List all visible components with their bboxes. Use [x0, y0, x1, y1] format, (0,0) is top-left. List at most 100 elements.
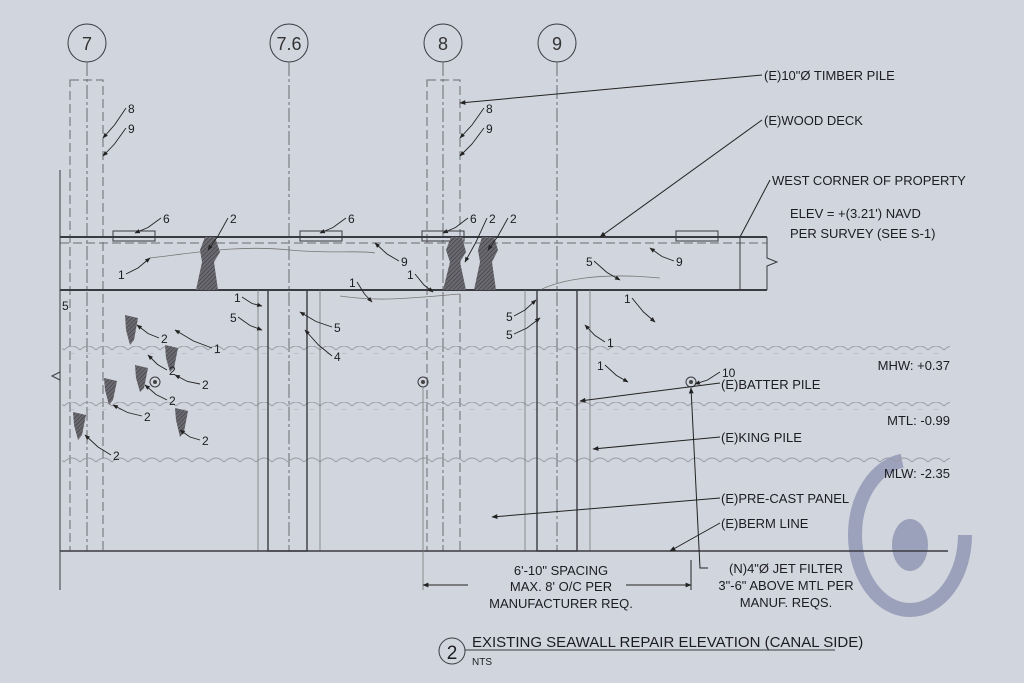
callout-leader — [487, 217, 509, 251]
drawing-title: 2 EXISTING SEAWALL REPAIR ELEVATION (CAN… — [438, 634, 863, 668]
wood-deck — [60, 230, 779, 300]
title-text: EXISTING SEAWALL REPAIR ELEVATION (CANAL… — [472, 634, 863, 651]
callout-1: 1 — [597, 359, 629, 383]
grid-marker-label: 9 — [552, 34, 562, 54]
jet-filter-note-2: 3"-6" ABOVE MTL PER — [718, 578, 853, 593]
callout-leader — [649, 247, 675, 262]
callout-leader — [102, 107, 127, 139]
label-mhw: MHW: +0.37 — [878, 358, 950, 373]
callout-1: 1 — [584, 324, 614, 350]
callout-2: 2 — [136, 324, 168, 346]
callout-2: 2 — [84, 434, 120, 463]
callout-5: 5 — [586, 255, 621, 281]
callout-4: 4 — [304, 329, 341, 364]
callout-number: 2 — [489, 212, 496, 226]
callout-number: 5 — [506, 328, 513, 342]
callout-leader — [174, 329, 213, 349]
callout-2: 2 — [464, 212, 496, 263]
grid-marker-8: 8 — [423, 23, 463, 63]
callout-9: 9 — [102, 122, 135, 157]
callout-leader — [459, 127, 485, 157]
callout-leader — [84, 434, 112, 456]
label-batter-pile: (E)BATTER PILE — [721, 377, 821, 392]
callout-5: 5 — [299, 311, 341, 335]
label-berm-line: (E)BERM LINE — [721, 516, 809, 531]
callout-leader — [147, 354, 168, 371]
callout-leader — [144, 384, 168, 401]
callout-number: 8 — [128, 102, 135, 116]
callout-leader — [179, 429, 201, 441]
callout-number: 1 — [597, 359, 604, 373]
label-mlw: MLW: -2.35 — [884, 466, 950, 481]
callout-leader — [414, 273, 434, 293]
callout-leader — [631, 297, 656, 323]
callout-8: 8 — [459, 102, 493, 139]
callout-6: 6 — [134, 212, 170, 234]
callout-leader — [112, 404, 143, 417]
callout-leader — [513, 317, 541, 335]
callout-number: 1 — [234, 291, 241, 305]
callout-5: 5 — [506, 317, 541, 342]
callout-1: 1 — [407, 268, 434, 293]
callout-number: 2 — [169, 364, 176, 378]
callout-1: 1 — [349, 276, 373, 303]
callout-number: 5 — [334, 321, 341, 335]
label-king-pile: (E)KING PILE — [721, 430, 802, 445]
jet-filter-markers — [149, 376, 697, 590]
spacing-note-2: MAX. 8' O/C PER — [510, 579, 612, 594]
jet-filter-note-1: (N)4"Ø JET FILTER — [729, 561, 843, 576]
grid-marker-label: 8 — [438, 34, 448, 54]
callout-number: 9 — [401, 255, 408, 269]
callout-number: 9 — [676, 255, 683, 269]
callout-number: 2 — [202, 378, 209, 392]
callout-6: 6 — [442, 212, 477, 234]
grid-marker-label: 7.6 — [276, 34, 301, 54]
callout-leader — [102, 127, 127, 157]
callout-1: 1 — [118, 257, 151, 282]
callout-number: 5 — [506, 310, 513, 324]
callout-number: 1 — [407, 268, 414, 282]
label-timber-pile: (E)10"Ø TIMBER PILE — [764, 68, 895, 83]
callout-1: 1 — [174, 329, 221, 356]
callout-number: 4 — [334, 350, 341, 364]
label-left-callout: 5 — [62, 299, 69, 313]
callout-1: 1 — [624, 292, 656, 323]
callout-leader — [442, 217, 469, 234]
grid-marker-7-6: 7.6 — [269, 23, 309, 63]
grid-marker-9: 9 — [537, 23, 577, 63]
callout-leader — [207, 217, 229, 251]
callout-number: 10 — [722, 366, 736, 380]
king-piles — [257, 289, 591, 552]
callout-leader — [134, 217, 162, 234]
callout-number: 5 — [586, 255, 593, 269]
title-number: 2 — [447, 643, 458, 664]
callout-1: 1 — [234, 291, 263, 307]
callout-2: 2 — [144, 384, 176, 408]
label-wood-deck: (E)WOOD DECK — [764, 113, 863, 128]
callout-number: 6 — [348, 212, 355, 226]
callout-leader — [604, 364, 629, 383]
callout-leader — [319, 217, 347, 234]
title-scale: NTS — [472, 657, 492, 668]
callout-2: 2 — [207, 212, 237, 251]
callout-number: 2 — [510, 212, 517, 226]
callout-leader — [464, 217, 488, 263]
callout-number: 2 — [202, 434, 209, 448]
callout-2: 2 — [112, 404, 151, 424]
callout-leader — [374, 242, 400, 262]
callout-5: 5 — [506, 299, 537, 324]
callout-number: 1 — [607, 336, 614, 350]
water-levels — [62, 346, 950, 464]
spacing-note-3: MANUFACTURER REQ. — [489, 596, 633, 611]
callout-number: 9 — [128, 122, 135, 136]
leader-lines — [422, 74, 771, 590]
callout-number: 2 — [161, 332, 168, 346]
callout-leader — [356, 281, 373, 303]
callout-number: 2 — [113, 449, 120, 463]
callout-9: 9 — [374, 242, 408, 269]
callout-leader — [237, 316, 263, 331]
callout-leader — [125, 257, 151, 275]
grid-marker-7: 7 — [67, 23, 107, 63]
label-elev-1: ELEV = +(3.21') NAVD — [790, 206, 921, 221]
